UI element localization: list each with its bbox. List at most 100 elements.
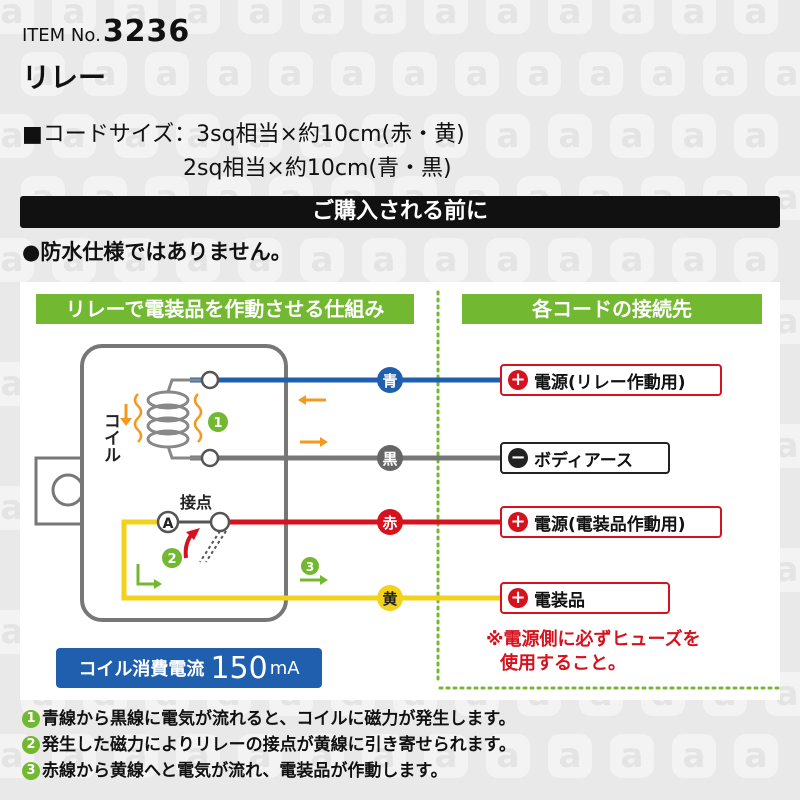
background-tile: a xyxy=(548,734,592,778)
background-tile: a xyxy=(238,114,282,158)
contact-terminal xyxy=(209,511,231,533)
background-tile: a xyxy=(734,114,778,158)
step-text: 赤線から黄線へと電気が流れ、電装品が作動します。 xyxy=(42,761,448,781)
background-tile: a xyxy=(517,52,561,96)
target-relay-power: +電源(リレー作動用) xyxy=(500,364,722,396)
background-tile: a xyxy=(486,114,530,158)
background-tile: a xyxy=(207,52,251,96)
wire-tag-black: 黒 xyxy=(377,445,403,471)
relay-body xyxy=(80,344,288,622)
background-tile: a xyxy=(455,52,499,96)
background-tile: a xyxy=(362,238,406,282)
background-tile: a xyxy=(0,238,34,282)
background-tile: a xyxy=(176,0,220,34)
background-tile: a xyxy=(0,0,34,34)
background-tile: a xyxy=(300,0,344,34)
contact-letter: A xyxy=(163,516,174,532)
background-tile: a xyxy=(300,114,344,158)
background-tile: a xyxy=(486,734,530,778)
svg-text:1: 1 xyxy=(213,416,222,431)
background-tile: a xyxy=(734,734,778,778)
background-tile: a xyxy=(0,114,34,158)
background-tile: a xyxy=(114,0,158,34)
background-tile: a xyxy=(486,0,530,34)
background-tile: a xyxy=(641,52,685,96)
background-tile: a xyxy=(52,238,96,282)
background-tile: a xyxy=(765,52,800,96)
background-tile: a xyxy=(300,238,344,282)
coil-terminal-top xyxy=(200,370,220,390)
background-tile: a xyxy=(331,52,375,96)
target-device: +電装品 xyxy=(500,582,670,614)
background-tile: a xyxy=(362,0,406,34)
background-tile: a xyxy=(176,114,220,158)
background-tile: a xyxy=(52,0,96,34)
relay-diagram: コイル A 接点 1 2 3 青 黒 赤 黄 xyxy=(34,290,780,690)
step-number: 2 xyxy=(22,736,40,754)
step-marker-3 xyxy=(301,557,319,575)
coil-current-label: コイル消費電流 xyxy=(78,659,205,680)
coil-current-unit: mA xyxy=(269,657,300,679)
purchase-notice-bar: ご購入される前に xyxy=(20,196,780,228)
item-prefix: ITEM No. xyxy=(22,25,101,46)
background-tile: a xyxy=(238,0,282,34)
background-tile: a xyxy=(672,238,716,282)
svg-text:黒: 黒 xyxy=(382,450,397,468)
background-tile: a xyxy=(672,114,716,158)
spec-line-1: ■コードサイズ：3sq相当×約10cm(赤・黄) xyxy=(22,122,465,147)
product-name: リレー xyxy=(22,61,107,94)
plus-icon: + xyxy=(508,370,528,390)
waterproof-notice: ●防水仕様ではありません。 xyxy=(22,240,292,264)
item-number-value: 3236 xyxy=(102,14,191,49)
step-text: 発生した磁力によりリレーの接点が黄線に引き寄せられます。 xyxy=(42,735,516,755)
background-tile: a xyxy=(734,238,778,282)
background-tile: a xyxy=(238,734,282,778)
step-marker-1 xyxy=(208,412,228,432)
contact-label: 接点 xyxy=(180,493,212,512)
background-tile: a xyxy=(548,114,592,158)
fuse-note-line-2: 使用すること。 xyxy=(500,653,626,674)
background-tile: a xyxy=(610,0,654,34)
coil-current-value: 150 xyxy=(210,650,268,686)
mechanism-title: リレーで電装品を作動させる仕組み xyxy=(36,294,414,324)
coil-label: コイル xyxy=(100,412,121,463)
svg-text:青: 青 xyxy=(382,372,397,390)
target-label: ボディアース xyxy=(534,450,633,471)
step-number: 3 xyxy=(22,762,40,780)
background-tile: a xyxy=(424,0,468,34)
wire-tag-yellow: 黄 xyxy=(377,585,403,611)
minus-icon: − xyxy=(508,448,528,468)
background-tile: a xyxy=(703,52,747,96)
background-tile: a xyxy=(610,238,654,282)
item-number: ITEM No.3236 xyxy=(22,14,190,49)
coil-current-badge: コイル消費電流 150 mA xyxy=(56,648,322,688)
background-tile: a xyxy=(610,734,654,778)
background-tile: a xyxy=(176,238,220,282)
background-tile: a xyxy=(734,0,778,34)
coil xyxy=(133,378,210,460)
coil-terminal-bottom xyxy=(200,448,220,468)
background-tile: a xyxy=(672,0,716,34)
background-tile: a xyxy=(362,114,406,158)
background-tile: a xyxy=(238,238,282,282)
background-tile: a xyxy=(83,52,127,96)
background-tile: a xyxy=(362,734,406,778)
background-tile: a xyxy=(300,734,344,778)
background-tile: a xyxy=(486,238,530,282)
connection-title: 各コードの接続先 xyxy=(462,294,762,324)
background-tile: a xyxy=(548,238,592,282)
background-tile: a xyxy=(610,114,654,158)
step-number: 1 xyxy=(22,710,40,728)
svg-text:黄: 黄 xyxy=(382,590,397,608)
background-tile: a xyxy=(765,176,800,220)
step-text: 青線から黒線に電気が流れると、コイルに磁力が発生します。 xyxy=(42,709,516,729)
background-tile: a xyxy=(52,114,96,158)
background-tile: a xyxy=(114,114,158,158)
background-tile: a xyxy=(424,238,468,282)
wire-tag-blue: 青 xyxy=(377,367,403,393)
background-tile: a xyxy=(114,238,158,282)
